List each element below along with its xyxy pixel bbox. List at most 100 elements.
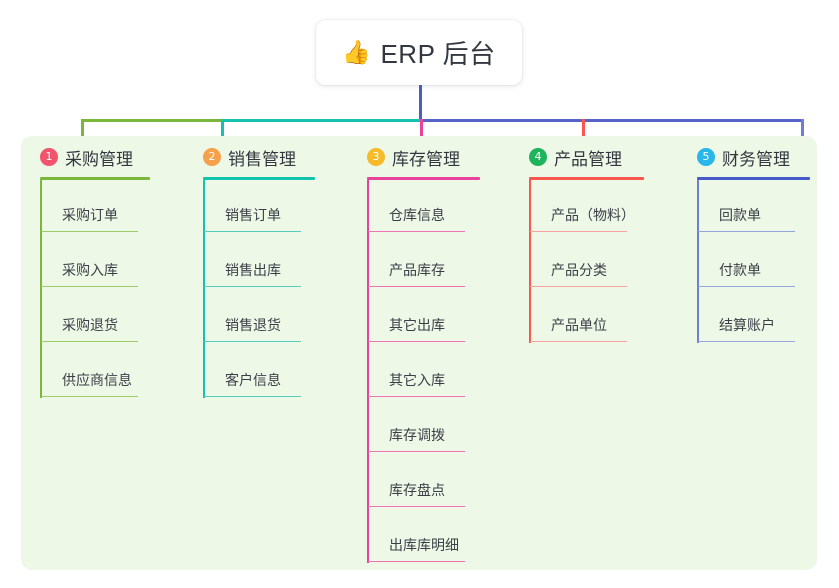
- trunk-line: [419, 85, 422, 122]
- drop-line-3: [420, 119, 423, 151]
- branch-column-2: 2 销售管理销售订单销售出库销售退货客户信息: [203, 144, 315, 400]
- branch-number-badge: 1: [40, 148, 58, 166]
- branch-stem-line: [529, 180, 531, 343]
- leaf-item-label: 库存调拨: [389, 427, 445, 443]
- branch-column-5: 5 财务管理回款单付款单结算账户: [697, 144, 810, 345]
- leaf-item-label: 供应商信息: [62, 372, 132, 388]
- leaf-item[interactable]: 采购退货: [40, 290, 150, 345]
- root-node-card[interactable]: 👍 ERP 后台: [316, 20, 522, 85]
- leaf-item-label: 库存盘点: [389, 482, 445, 498]
- branches-panel: [21, 136, 817, 570]
- branch-header-rule: [367, 177, 480, 180]
- leaf-item-rule: [41, 230, 138, 232]
- leaf-item-rule: [204, 340, 301, 342]
- leaf-item-rule: [698, 230, 795, 232]
- leaf-item-rule: [41, 395, 138, 397]
- thumbs-up-icon: 👍: [342, 39, 372, 65]
- leaf-item[interactable]: 产品库存: [367, 235, 480, 290]
- branch-leaf-list: 采购订单采购入库采购退货供应商信息: [40, 180, 150, 400]
- branch-number-badge: 3: [367, 148, 385, 166]
- branch-leaf-list: 回款单付款单结算账户: [697, 180, 810, 345]
- leaf-item[interactable]: 销售订单: [203, 180, 315, 235]
- leaf-item-rule: [368, 340, 465, 342]
- leaf-item[interactable]: 回款单: [697, 180, 810, 235]
- leaf-item-label: 产品库存: [389, 262, 445, 278]
- leaf-item[interactable]: 其它出库: [367, 290, 480, 345]
- leaf-item-rule: [530, 340, 627, 342]
- branch-stem-line: [203, 180, 205, 398]
- bus-segment-left: [81, 119, 222, 122]
- leaf-item[interactable]: 采购订单: [40, 180, 150, 235]
- leaf-item[interactable]: 销售出库: [203, 235, 315, 290]
- leaf-item-label: 产品单位: [551, 317, 607, 333]
- leaf-item-rule: [204, 285, 301, 287]
- leaf-item[interactable]: 库存盘点: [367, 455, 480, 510]
- leaf-item-label: 其它出库: [389, 317, 445, 333]
- leaf-item[interactable]: 结算账户: [697, 290, 810, 345]
- branch-number-badge: 2: [203, 148, 221, 166]
- drop-line-2: [221, 119, 224, 151]
- branch-stem-line: [697, 180, 699, 343]
- branch-header-rule: [529, 177, 644, 180]
- branch-number-badge: 5: [697, 148, 715, 166]
- leaf-item[interactable]: 供应商信息: [40, 345, 150, 400]
- leaf-item-label: 其它入库: [389, 372, 445, 388]
- branch-title: 财务管理: [722, 149, 790, 169]
- leaf-item[interactable]: 产品分类: [529, 235, 644, 290]
- leaf-item[interactable]: 库存调拨: [367, 400, 480, 455]
- leaf-item-rule: [368, 230, 465, 232]
- leaf-item-rule: [530, 285, 627, 287]
- leaf-item-rule: [204, 230, 301, 232]
- leaf-item[interactable]: 产品（物料）: [529, 180, 644, 235]
- leaf-item-rule: [530, 230, 627, 232]
- branch-header-1[interactable]: 1 采购管理: [40, 144, 150, 170]
- leaf-item[interactable]: 仓库信息: [367, 180, 480, 235]
- leaf-item-rule: [698, 285, 795, 287]
- drop-line-1: [81, 119, 84, 151]
- leaf-item[interactable]: 客户信息: [203, 345, 315, 400]
- leaf-item-rule: [41, 285, 138, 287]
- leaf-item[interactable]: 销售退货: [203, 290, 315, 345]
- leaf-item[interactable]: 采购入库: [40, 235, 150, 290]
- drop-line-5: [801, 119, 804, 151]
- branch-title: 产品管理: [554, 149, 622, 169]
- root-node-title: 👍 ERP 后台: [342, 34, 495, 71]
- drop-line-4: [582, 119, 585, 151]
- leaf-item-rule: [368, 505, 465, 507]
- leaf-item-label: 产品（物料）: [551, 207, 635, 223]
- leaf-item-label: 客户信息: [225, 372, 281, 388]
- branch-header-rule: [40, 177, 150, 180]
- branch-leaf-list: 销售订单销售出库销售退货客户信息: [203, 180, 315, 400]
- branch-title: 采购管理: [65, 149, 133, 169]
- leaf-item-label: 销售订单: [225, 207, 281, 223]
- branch-stem-line: [367, 180, 369, 563]
- leaf-item-rule: [368, 450, 465, 452]
- leaf-item[interactable]: 产品单位: [529, 290, 644, 345]
- leaf-item-label: 仓库信息: [389, 207, 445, 223]
- branch-column-1: 1 采购管理采购订单采购入库采购退货供应商信息: [40, 144, 150, 400]
- leaf-item-label: 产品分类: [551, 262, 607, 278]
- leaf-item[interactable]: 出库库明细: [367, 510, 480, 565]
- leaf-item-label: 付款单: [719, 262, 761, 278]
- leaf-item[interactable]: 其它入库: [367, 345, 480, 400]
- branch-leaf-list: 产品（物料） 产品分类产品单位: [529, 180, 644, 345]
- leaf-item-rule: [41, 340, 138, 342]
- branch-header-2[interactable]: 2 销售管理: [203, 144, 315, 170]
- leaf-item-label: 采购入库: [62, 262, 118, 278]
- bus-segment-mid: [221, 119, 421, 122]
- branch-header-5[interactable]: 5 财务管理: [697, 144, 810, 170]
- leaf-item-rule: [368, 285, 465, 287]
- branch-header-rule: [203, 177, 315, 180]
- leaf-item-label: 采购订单: [62, 207, 118, 223]
- branch-title: 销售管理: [228, 149, 296, 169]
- leaf-item-rule: [204, 395, 301, 397]
- leaf-item[interactable]: 付款单: [697, 235, 810, 290]
- leaf-item-label: 采购退货: [62, 317, 118, 333]
- branch-header-rule: [697, 177, 810, 180]
- leaf-item-label: 回款单: [719, 207, 761, 223]
